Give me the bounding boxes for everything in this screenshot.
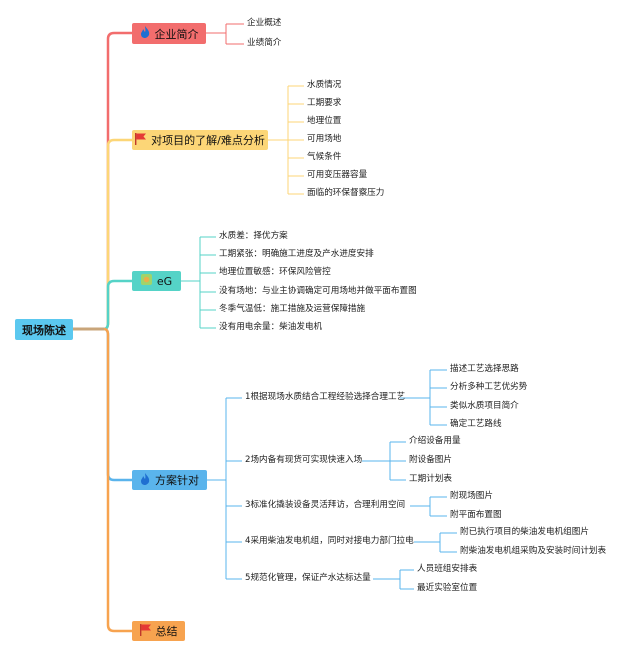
- sub-node[interactable]: 3标准化撬装设备灵活拜访，合理利用空间: [245, 500, 406, 510]
- leaf-item[interactable]: 附已执行项目的柴油发电机组图片: [460, 527, 589, 537]
- flag-icon: [135, 132, 147, 148]
- sub-node[interactable]: 2场内备有现货可实现快速入场: [245, 455, 363, 465]
- logo-icon: [140, 274, 152, 288]
- flame-icon: [140, 26, 150, 41]
- branch-connector: [103, 327, 132, 633]
- leaf-item[interactable]: 类似水质项目简介: [450, 401, 519, 411]
- branch-label: eG: [156, 274, 173, 288]
- branch-label: 方案针对: [155, 474, 199, 487]
- leaf-item[interactable]: 工期紧张：明确施工进度及产水进度安排: [219, 249, 374, 259]
- leaf-item[interactable]: 可用变压器容量: [307, 170, 368, 180]
- leaf-item[interactable]: 附柴油发电机组采购及安装时间计划表: [460, 546, 607, 556]
- leaf-item[interactable]: 没有用电余量：柴油发电机: [219, 322, 323, 332]
- branch-solutions[interactable]: 方案针对: [132, 470, 207, 490]
- leaf-item[interactable]: 冬季气温低：施工措施及运营保障措施: [219, 304, 366, 314]
- sub-node[interactable]: 5规范化管理，保证产水达标达量: [245, 573, 371, 583]
- leaf-item[interactable]: 描述工艺选择思路: [450, 364, 519, 374]
- root-node[interactable]: 现场陈述: [15, 319, 73, 340]
- sub-node[interactable]: 1根据现场水质结合工程经验选择合理工艺: [245, 392, 406, 402]
- flame-icon: [140, 472, 150, 488]
- leaf-item[interactable]: 面临的环保督察压力: [307, 188, 385, 198]
- root-label: 现场陈述: [22, 323, 66, 337]
- branch-company-intro[interactable]: 企业简介: [132, 23, 206, 44]
- leaf-item[interactable]: 附设备图片: [409, 455, 452, 465]
- leaf-item[interactable]: 企业概述: [247, 18, 282, 28]
- branch-project-analysis[interactable]: 对项目的了解/难点分析: [132, 130, 268, 150]
- leaf-item[interactable]: 工期要求: [307, 98, 342, 108]
- leaf-item[interactable]: 附现场图片: [450, 491, 493, 501]
- branch-label: 总结: [155, 625, 178, 638]
- leaf-item[interactable]: 分析多种工艺优劣势: [450, 382, 528, 392]
- leaf-item[interactable]: 地理位置: [307, 116, 342, 126]
- leaf-item[interactable]: 人员班组安排表: [417, 564, 478, 574]
- leaf-item[interactable]: 可用场地: [307, 134, 342, 144]
- leaf-item[interactable]: 最近实验室位置: [417, 583, 478, 593]
- leaf-item[interactable]: 没有场地：与业主协调确定可用场地并做平面布置图: [219, 286, 417, 296]
- branch-eg[interactable]: eG: [132, 271, 181, 291]
- leaf-item[interactable]: 地理位置敏感：环保风险管控: [219, 267, 331, 277]
- sub-node[interactable]: 4采用柴油发电机组，同时对接电力部门拉电: [245, 536, 414, 546]
- leaf-item[interactable]: 气候条件: [307, 152, 342, 162]
- branch-label: 对项目的了解/难点分析: [151, 134, 265, 147]
- leaf-item[interactable]: 水质情况: [307, 80, 342, 90]
- leaf-item[interactable]: 水质差：择优方案: [219, 231, 288, 241]
- leaf-item[interactable]: 确定工艺路线: [450, 419, 502, 429]
- branch-summary[interactable]: 总结: [132, 621, 185, 641]
- leaf-item[interactable]: 业绩简介: [247, 38, 282, 48]
- leaf-item[interactable]: 介绍设备用量: [409, 436, 461, 446]
- branch-connector: [103, 279, 132, 331]
- leaf-item[interactable]: 工期计划表: [409, 474, 452, 484]
- flag-icon: [139, 623, 151, 639]
- branch-label: 企业简介: [154, 27, 199, 41]
- leaf-item[interactable]: 附平面布置图: [450, 510, 502, 520]
